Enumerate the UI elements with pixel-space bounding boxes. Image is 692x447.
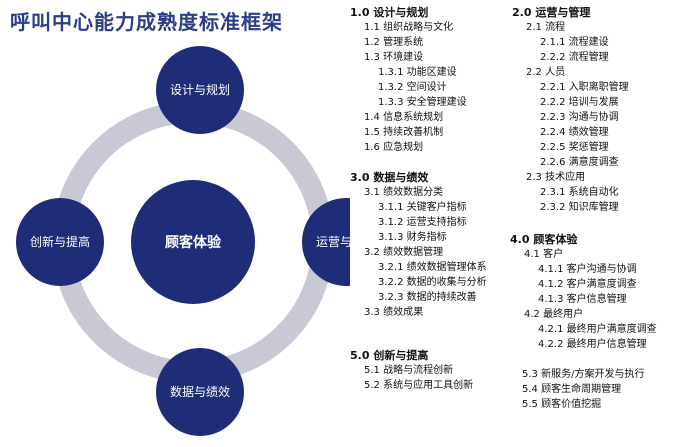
bottom-node-label: 数据与绩效 xyxy=(170,384,230,399)
section-heading: 4.0 顾客体验 xyxy=(510,233,578,246)
outline-item: 2.1 流程 xyxy=(526,22,566,33)
outline-item: 4.2.2 最终用户信息管理 xyxy=(538,339,647,350)
outline-item: 4.2 最终用户 xyxy=(524,309,584,320)
outline-item: 3.1 绩效数据分类 xyxy=(364,187,444,198)
outline-item: 4.1.1 客户沟通与协调 xyxy=(538,264,637,275)
outline-item: 1.3.1 功能区建设 xyxy=(378,67,457,78)
outline-item: 5.4 顾客生命周期管理 xyxy=(522,384,622,395)
outline-item: 2.3.2 知识库管理 xyxy=(540,202,619,213)
bottom-node xyxy=(156,348,244,436)
section-heading: 2.0 运营与管理 xyxy=(512,6,591,19)
section-innovation-continued: 5.3 新服务/方案开发与执行 5.4 顾客生命周期管理 5.5 顾客价值挖掘 xyxy=(522,367,644,412)
outline-item: 4.2.1 最终用户满意度调查 xyxy=(538,324,657,335)
outline-item: 2.2 人员 xyxy=(526,67,566,78)
outline-item: 5.2 系统与应用工具创新 xyxy=(364,380,474,391)
outline-item: 2.2.2 培训与发展 xyxy=(540,97,619,108)
section-customer-experience: 4.0 顾客体验 4.1 客户 4.1.1 客户沟通与协调 4.1.2 客户满意… xyxy=(510,232,657,352)
outline-item: 4.1 客户 xyxy=(524,249,564,260)
outline-item: 2.3.1 系统自动化 xyxy=(540,187,619,198)
outline-item: 1.5 持续改善机制 xyxy=(364,127,444,138)
outline-item: 1.4 信息系统规划 xyxy=(364,112,444,123)
section-innovation-improvement: 5.0 创新与提高 5.1 战略与流程创新 5.2 系统与应用工具创新 xyxy=(350,348,473,393)
diagram-title: 呼叫中心能力成熟度标准框架 xyxy=(10,10,283,34)
left-node-label: 创新与提高 xyxy=(30,234,90,249)
section-heading: 5.0 创新与提高 xyxy=(350,349,429,362)
center-node-label: 顾客体验 xyxy=(165,234,222,251)
center-node xyxy=(131,180,255,304)
outline-item: 5.5 顾客价值挖掘 xyxy=(522,399,602,410)
outline-item: 2.2.1 入职离职管理 xyxy=(540,82,629,93)
section-heading: 1.0 设计与规划 xyxy=(350,6,429,19)
outline-item: 4.1.2 客户满意度调查 xyxy=(538,279,637,290)
outline-item: 3.1.1 关键客户指标 xyxy=(378,202,467,213)
outline-item: 3.2 绩效数据管理 xyxy=(364,247,444,258)
section-operations-management: 2.0 运营与管理 2.1 流程 2.1.1 流程建设 2.2.2 流程管理 2… xyxy=(512,5,629,215)
outline-item: 5.3 新服务/方案开发与执行 xyxy=(522,369,645,380)
outline-item: 1.3.3 安全管理建设 xyxy=(378,97,467,108)
outline-item: 2.2.3 沟通与协调 xyxy=(540,112,619,123)
outline-item: 2.1.1 流程建设 xyxy=(540,37,609,48)
outline-item: 3.3 绩效成果 xyxy=(364,307,424,318)
outline-item: 3.2.3 数据的持续改善 xyxy=(378,292,477,303)
section-heading: 3.0 数据与绩效 xyxy=(350,171,429,184)
right-node xyxy=(302,198,350,286)
outline-item: 1.2 管理系统 xyxy=(364,37,424,48)
section-data-performance: 3.0 数据与绩效 3.1 绩效数据分类 3.1.1 关键客户指标 3.1.2 … xyxy=(350,170,487,320)
outline-item: 2.2.2 流程管理 xyxy=(540,52,609,63)
outline-item: 2.2.5 奖惩管理 xyxy=(540,142,609,153)
outline-item: 1.6 应急规划 xyxy=(364,142,424,153)
top-node xyxy=(156,46,244,134)
left-node xyxy=(16,198,104,286)
outline-item: 3.1.2 运营支持指标 xyxy=(378,217,467,228)
outline-item: 1.1 组织战略与文化 xyxy=(364,22,454,33)
section-design-planning: 1.0 设计与规划 1.1 组织战略与文化 1.2 管理系统 1.3 环境建设 … xyxy=(350,5,467,155)
outline-item: 3.2.1 绩效数据管理体系 xyxy=(378,262,487,273)
framework-diagram: 顾客体验 设计与规划 运营与管理 数据与绩效 创新与提高 xyxy=(16,46,350,436)
top-node-label: 设计与规划 xyxy=(170,82,230,97)
right-node-label: 运营与管理 xyxy=(316,234,350,249)
outline-item: 3.1.3 财务指标 xyxy=(378,232,447,243)
outline-item: 3.2.2 数据的收集与分析 xyxy=(378,277,487,288)
outline-item: 4.1.3 客户信息管理 xyxy=(538,294,627,305)
outline-item: 2.2.6 满意度调查 xyxy=(540,157,619,168)
outline-item: 5.1 战略与流程创新 xyxy=(364,365,454,376)
outline-item: 1.3 环境建设 xyxy=(364,52,424,63)
outline-item: 2.2.4 绩效管理 xyxy=(540,127,609,138)
outline-item: 2.3 技术应用 xyxy=(526,172,586,183)
outline-item: 1.3.2 空间设计 xyxy=(378,82,447,93)
